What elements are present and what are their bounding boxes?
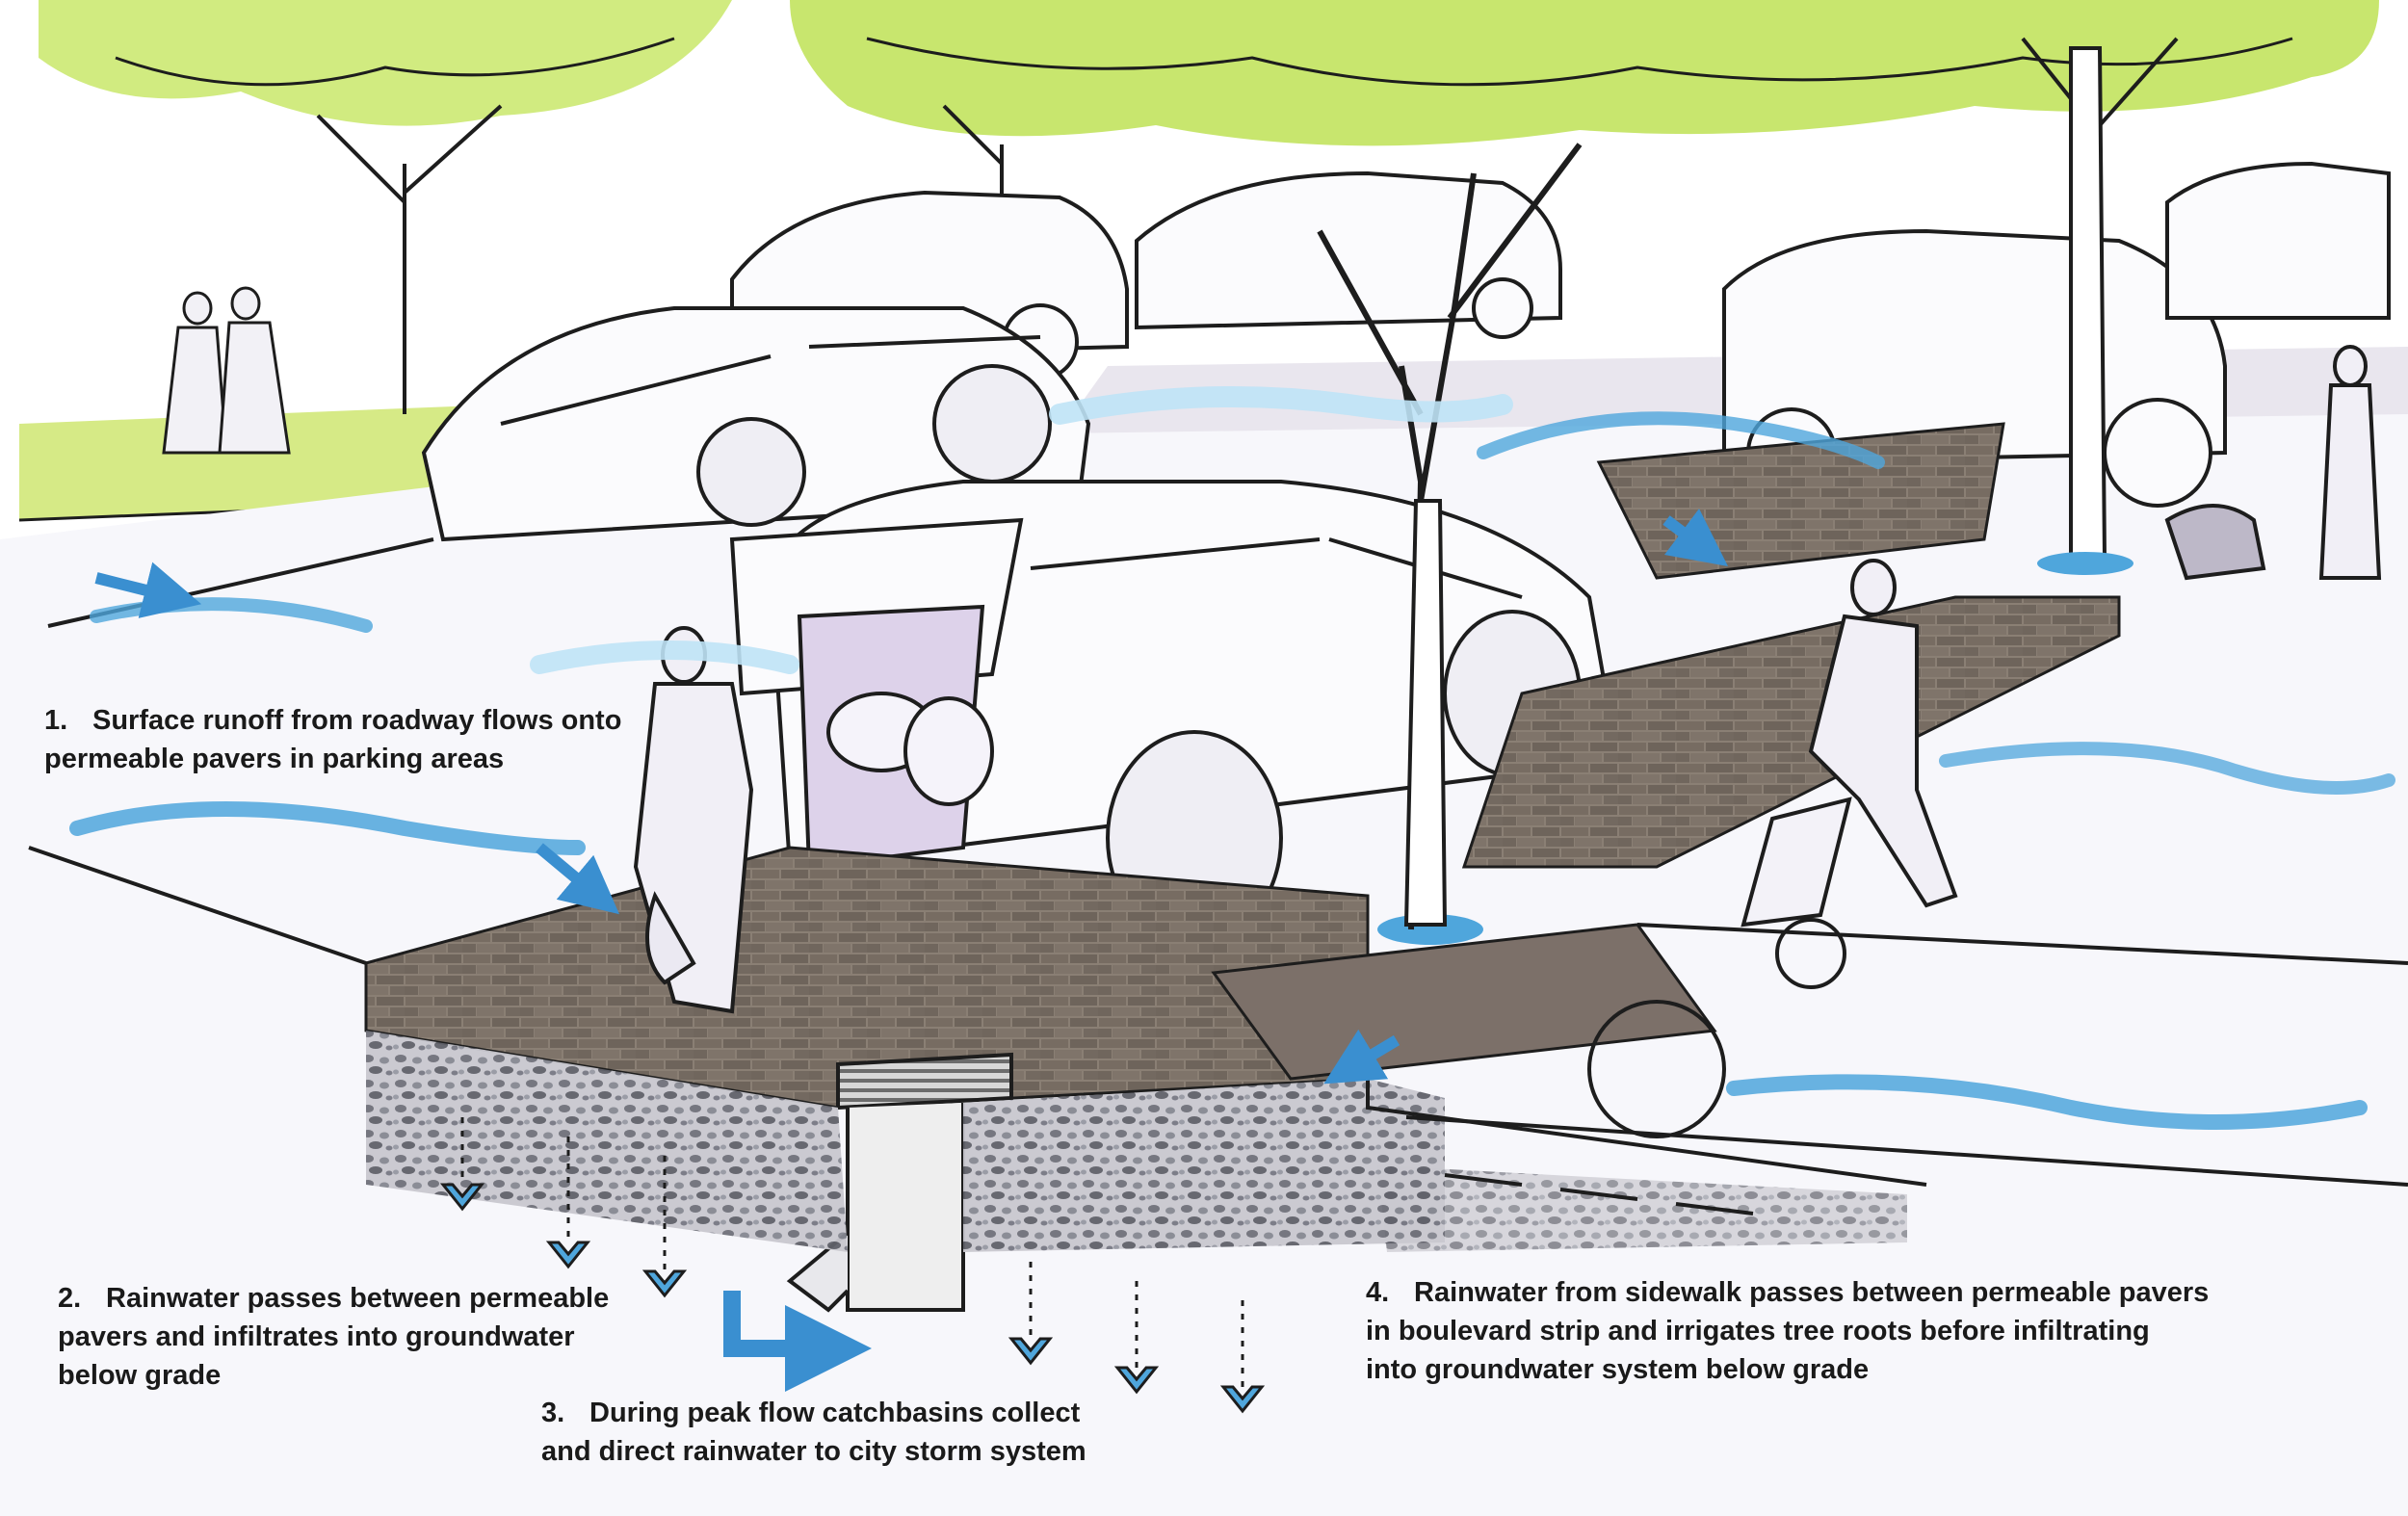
- annotation-infiltration: 2. Rainwater passes between permeable pav…: [58, 1279, 609, 1395]
- annotation-line: below grade: [58, 1360, 222, 1391]
- annotation-line: and direct rainwater to city storm syste…: [541, 1436, 1086, 1467]
- boulevard-tree: [1317, 46, 2133, 945]
- background-pedestrians: [162, 286, 291, 455]
- gravel-subbase: [366, 1031, 1907, 1252]
- annotation-line: permeable pavers in parking areas: [44, 744, 505, 774]
- annotation-line: in boulevard strip and irrigates tree ro…: [1366, 1316, 2150, 1346]
- annotation-line: Surface runoff from roadway flows onto: [92, 705, 622, 736]
- person-with-stroller: [1587, 559, 1958, 1138]
- infiltration-arrows: [439, 1117, 1266, 1414]
- annotation-line: pavers and infiltrates into groundwater: [58, 1321, 575, 1352]
- water-flow-arrows: [94, 509, 1728, 1085]
- annotation-sidewalk-runoff: 4. Rainwater from sidewalk passes between…: [1366, 1273, 2209, 1389]
- annotation-surface-runoff: 1. Surface runoff from roadway flows onto…: [44, 701, 621, 778]
- water-flow-surface: [69, 386, 2395, 1130]
- catchbasin: [786, 1052, 1013, 1313]
- parked-car-left: [421, 306, 1091, 542]
- annotation-number: 1.: [44, 705, 68, 736]
- person-with-dog: [2164, 345, 2382, 581]
- person-at-car: [633, 626, 754, 1014]
- annotation-catchbasins: 3. During peak flow catchbasins collect a…: [541, 1394, 1086, 1471]
- annotation-line: into groundwater system below grade: [1366, 1354, 1870, 1385]
- annotation-number: 3.: [541, 1398, 565, 1428]
- annotation-line: During peak flow catchbasins collect: [589, 1398, 1081, 1428]
- annotation-number: 2.: [58, 1283, 82, 1314]
- annotation-line: Rainwater from sidewalk passes between p…: [1414, 1277, 2210, 1308]
- annotation-number: 4.: [1366, 1277, 1390, 1308]
- annotation-line: Rainwater passes between permeable: [106, 1283, 610, 1314]
- tree-canopy: [39, 0, 2379, 146]
